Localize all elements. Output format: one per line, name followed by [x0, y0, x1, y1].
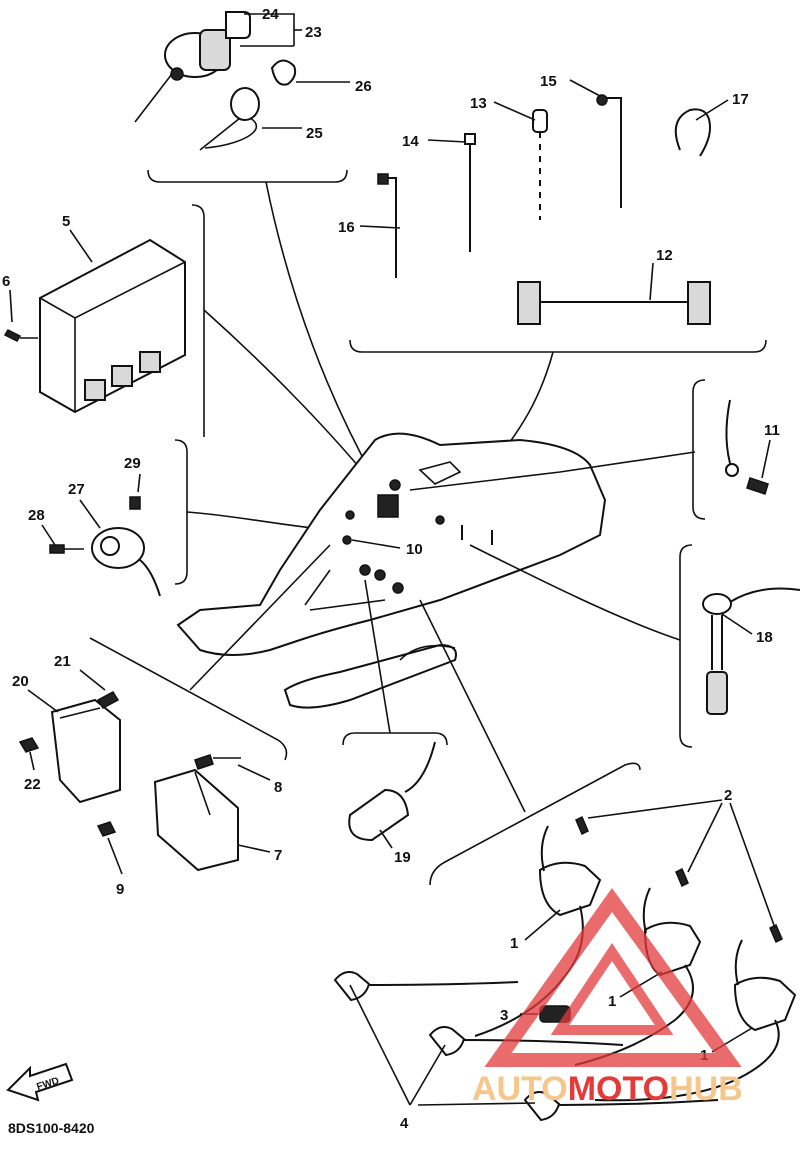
callout-9: 9: [116, 881, 124, 898]
callout-5: 5: [62, 213, 70, 230]
ground-lead-group: [692, 379, 769, 520]
callout-14: 14: [402, 133, 419, 150]
callout-18: 18: [756, 629, 773, 646]
watermark-text: AUTOMOTOHUB: [472, 1070, 743, 1108]
callout-10: 10: [406, 541, 423, 558]
callout-11: 11: [764, 422, 780, 439]
callout-25: 25: [306, 125, 323, 142]
callout-3: 3: [500, 1007, 508, 1024]
harness-clips-group: [349, 94, 767, 463]
sender-unit-group: [679, 544, 800, 748]
watermark-triangle-inner: [550, 942, 674, 1035]
watermark-auto: AUTO: [472, 1070, 568, 1108]
callout-27: 27: [68, 481, 85, 498]
forward-arrow: FWD: [6, 1062, 74, 1102]
callout-2: 2: [724, 787, 732, 804]
callout-13: 13: [470, 95, 487, 112]
callout-1-upper: 1: [510, 935, 518, 952]
callout-22: 22: [24, 776, 41, 793]
callout-28: 28: [28, 507, 45, 524]
callout-21: 21: [54, 653, 71, 670]
callout-4: 4: [400, 1115, 409, 1132]
relay-group: [18, 544, 331, 872]
callout-20: 20: [12, 673, 29, 690]
throttle-sensor-group: [49, 439, 331, 597]
ignition-switch-group: [134, 11, 376, 481]
callout-1-center: 1: [608, 993, 616, 1010]
ecu-unit: [3, 204, 371, 481]
callout-29: 29: [124, 455, 141, 472]
callout-19: 19: [394, 849, 411, 866]
callout-8: 8: [274, 779, 282, 796]
callout-6: 6: [2, 273, 10, 290]
callout-12: 12: [656, 247, 673, 264]
callout-labels: 24 23 26 25 15 13 17 14 16 12 5 6 11 29 …: [2, 6, 780, 1132]
condenser-group: [342, 579, 448, 842]
callout-17: 17: [732, 91, 749, 108]
watermark-triangle-outer: [484, 888, 742, 1067]
watermark-hub: HUB: [669, 1070, 743, 1108]
callout-23: 23: [305, 24, 322, 41]
callout-24: 24: [262, 6, 279, 23]
frame-assembly: [176, 432, 696, 709]
callout-15: 15: [540, 73, 557, 90]
callout-7: 7: [274, 847, 282, 864]
diagram-code: 8DS100-8420: [8, 1120, 95, 1136]
watermark-moto: MOTO: [568, 1070, 669, 1108]
watermark-logo: [484, 888, 742, 1067]
callout-26: 26: [355, 78, 372, 95]
callout-16: 16: [338, 219, 355, 236]
leader-lines: [9, 13, 771, 875]
